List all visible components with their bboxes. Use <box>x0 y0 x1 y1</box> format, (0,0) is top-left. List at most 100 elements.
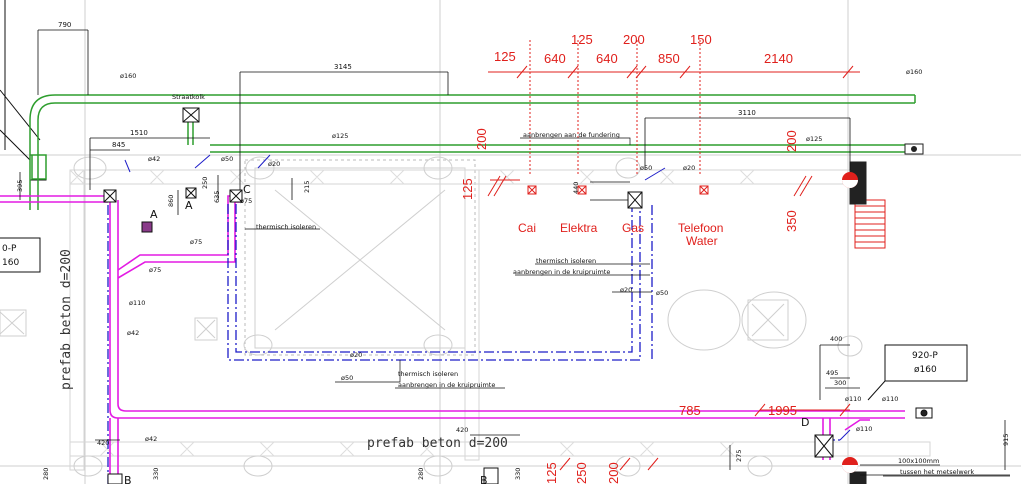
utility-elektra: Elektra <box>560 221 598 235</box>
callout-920p-title: 920-P <box>912 351 938 361</box>
dim-250: 250 <box>201 177 209 189</box>
red-dim-1995: 1995 <box>768 403 797 418</box>
pipe-label-75-a: ø75 <box>190 238 202 246</box>
callout-920p-value: ø160 <box>914 365 937 375</box>
dim-330-mid: 330 <box>514 468 522 480</box>
dim-275: 275 <box>735 450 743 462</box>
dim-280-left: 280 <box>42 468 50 480</box>
pipe-label-42-c: ø42 <box>145 435 157 443</box>
red-dim-200: 200 <box>623 32 645 47</box>
point-b-mid: B <box>480 474 488 484</box>
dim-915: 915 <box>1002 434 1010 446</box>
utility-water: Water <box>686 234 718 248</box>
note-metselwerk: tussen het metselwerk <box>900 468 974 476</box>
callout-left-value: 160 <box>2 258 19 268</box>
dim-3110: 3110 <box>738 109 756 117</box>
leader-lines <box>245 137 1010 477</box>
dim-860: 860 <box>167 195 175 207</box>
pipe-label-50-d: ø50 <box>341 374 353 382</box>
pipe-label-160-a: ø160 <box>120 72 136 80</box>
pipe-label-50-c: ø50 <box>656 289 668 297</box>
red-dim-785: 785 <box>679 403 701 418</box>
red-dim-150: 150 <box>690 32 712 47</box>
pipe-label-20-b: ø20 <box>683 164 695 172</box>
dim-215: 215 <box>303 181 311 193</box>
utility-telefoon: Telefoon <box>678 221 723 235</box>
pipe-label-110-b: ø110 <box>845 395 861 403</box>
red-dim-640-b: 640 <box>596 51 618 66</box>
pipe-label-42-a: ø42 <box>148 155 160 163</box>
dim-300: 300 <box>834 379 846 387</box>
pipe-label-20-d: ø20 <box>350 351 362 359</box>
pipe-label-20-a: ø20 <box>268 160 280 168</box>
dimension-lines <box>19 29 1010 476</box>
utility-gas: Gas <box>622 221 644 235</box>
callout-boxes <box>0 237 968 401</box>
red-dim-850: 850 <box>658 51 680 66</box>
utility-cai: Cai <box>518 221 536 235</box>
red-dim-200-bottom: 200 <box>606 462 621 484</box>
callout-left-box <box>0 237 41 273</box>
note-straatkolk: Straatkolk <box>172 93 205 101</box>
red-manhole-symbols <box>842 172 858 473</box>
pipe-label-110-c: ø110 <box>882 395 898 403</box>
note-kruipruimte-1: aanbrengen in de kruipruimte <box>513 268 610 276</box>
dim-790: 790 <box>58 21 71 29</box>
red-dim-200-left: 200 <box>474 128 489 150</box>
red-dim-200-right: 200 <box>784 130 799 152</box>
note-thermisch-1: thermisch isoleren <box>256 223 316 231</box>
dim-3145: 3145 <box>334 63 352 71</box>
dim-845: 845 <box>112 141 125 149</box>
dim-330-left: 330 <box>152 468 160 480</box>
dim-420-mid: 420 <box>456 426 468 434</box>
note-fundering: aanbrengen aan de fundering <box>523 131 620 139</box>
pipe-label-75-c: ø75 <box>240 197 252 205</box>
point-c: C <box>243 183 251 196</box>
red-dim-125-b: 125 <box>571 32 593 47</box>
dim-280-mid: 280 <box>417 468 425 480</box>
pipe-label-125-a: ø125 <box>332 132 348 140</box>
red-dim-350: 350 <box>784 210 799 232</box>
label-prefab-beton-left: prefab beton d=200 <box>59 249 74 390</box>
point-a-lower: A <box>185 199 193 212</box>
red-dim-125-bottom: 125 <box>544 462 559 484</box>
callout-920p-box <box>884 344 968 382</box>
note-thermisch-2: thermisch isoleren <box>536 257 596 265</box>
green-fittings <box>31 143 924 180</box>
pipe-label-110-a: ø110 <box>129 299 145 307</box>
dim-495: 495 <box>826 369 838 377</box>
red-dim-125-a: 125 <box>494 49 516 64</box>
dim-1510: 1510 <box>130 129 148 137</box>
green-drain-pipes <box>29 94 916 210</box>
red-dim-250: 250 <box>574 462 589 484</box>
pipe-label-20-c: ø20 <box>620 286 632 294</box>
pipe-label-42-b: ø42 <box>127 329 139 337</box>
point-a-upper: A <box>150 208 158 221</box>
dim-440: 440 <box>572 182 580 194</box>
left-wall <box>0 0 47 271</box>
pipe-label-160-b: ø160 <box>906 68 922 76</box>
dim-400: 400 <box>830 335 842 343</box>
pipe-label-110-d: ø110 <box>856 425 872 433</box>
note-thermisch-3: thermisch isoleren <box>398 370 458 378</box>
callout-left-title: 0-P <box>2 244 17 254</box>
dim-420-left: 420 <box>97 439 109 447</box>
red-dimension-marks <box>487 40 860 471</box>
dim-395: 395 <box>16 180 24 192</box>
blue-wire-lines <box>124 154 851 441</box>
note-kruipruimte-2: aanbrengen in de kruipruimte <box>398 381 495 389</box>
pipe-label-50-a: ø50 <box>221 155 233 163</box>
pipe-label-50-b: ø50 <box>640 164 652 172</box>
label-prefab-beton-bottom: prefab beton d=200 <box>367 436 508 451</box>
point-d: D <box>801 416 809 429</box>
pipe-label-125-b: ø125 <box>806 135 822 143</box>
red-dim-640-a: 640 <box>544 51 566 66</box>
pipe-label-75-b: ø75 <box>149 266 161 274</box>
note-box-100x100: 100x100mm <box>898 457 939 465</box>
point-b-left: B <box>124 474 132 484</box>
red-dim-125-side: 125 <box>460 178 475 200</box>
junction-boxes <box>103 107 933 484</box>
red-dim-2140: 2140 <box>764 51 793 66</box>
